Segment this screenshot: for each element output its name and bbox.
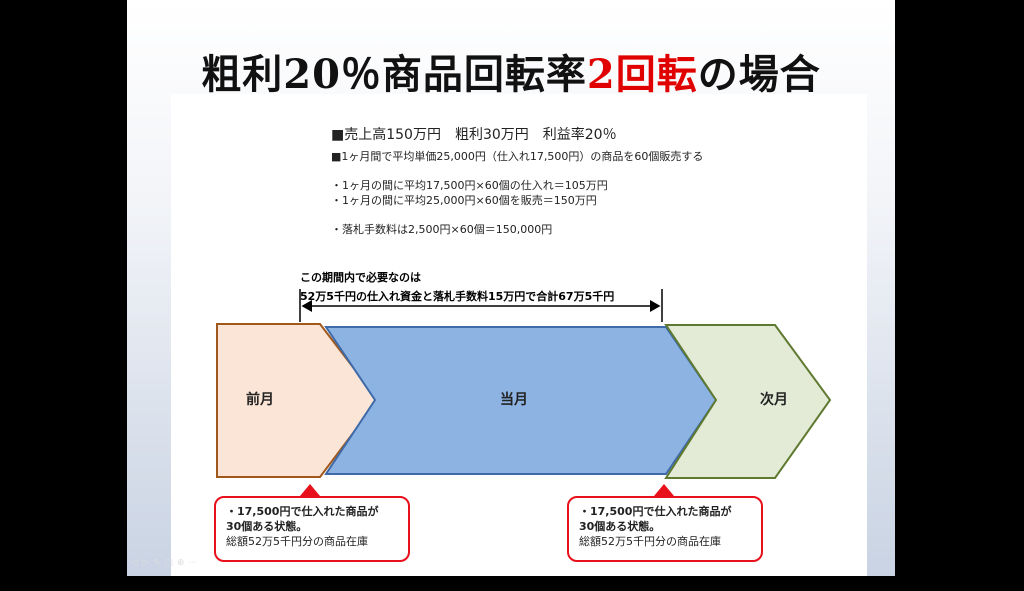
next-slide-icon[interactable]: ▷ — [141, 558, 153, 568]
callout-line-1: ・17,500円で仕入れた商品が — [226, 505, 379, 518]
more-icon[interactable]: ⋯ — [188, 558, 202, 568]
current-month-label: 当月 — [500, 392, 528, 408]
next-month-label: 次月 — [760, 392, 788, 408]
callout-line-3: 総額52万5千円分の商品在庫 — [579, 535, 721, 548]
info-line-3: ・1ヶ月の間に平均17,500円×60個の仕入れ＝105万円 — [331, 179, 608, 192]
slides-icon[interactable]: ▢ — [164, 558, 177, 568]
callout-line-1: ・17,500円で仕入れた商品が — [579, 505, 732, 518]
requirement-line-2: 52万5千円の仕入れ資金と落札手数料15万円で合計67万5千円 — [300, 290, 615, 303]
requirement-line-1: この期間内で必要なのは — [300, 271, 421, 284]
info-line-5: ・落札手数料は2,500円×60個＝150,000円 — [331, 223, 553, 236]
info-line-4: ・1ヶ月の間に平均25,000円×60個を販売＝150万円 — [331, 194, 597, 207]
info-line-1: ■売上高150万円 粗利30万円 利益率20％ — [331, 127, 617, 143]
callout-line-3: 総額52万5千円分の商品在庫 — [226, 535, 368, 548]
next-month-shape — [664, 324, 832, 479]
current-month-shape — [324, 326, 718, 475]
pen-icon[interactable]: ✎ — [152, 558, 165, 568]
prev-month-label: 前月 — [246, 392, 274, 408]
zoom-icon[interactable]: ⊕ — [176, 558, 189, 568]
prev-slide-icon[interactable]: ◁ — [131, 558, 142, 568]
callout-left-pointer — [300, 484, 320, 496]
title-suffix: の場合 — [697, 51, 821, 98]
callout-inventory-right: ・17,500円で仕入れた商品が 30個ある状態。 総額52万5千円分の商品在庫 — [567, 496, 763, 562]
callout-right-pointer — [654, 484, 674, 496]
title-highlight: 2回転 — [586, 51, 698, 98]
callout-line-2: 30個ある状態。 — [226, 520, 308, 533]
title-text: 粗利20％商品回転率 — [201, 51, 587, 98]
info-block: ■売上高150万円 粗利30万円 利益率20％ ■1ヶ月間で平均単価25,000… — [331, 124, 703, 237]
callout-inventory-left: ・17,500円で仕入れた商品が 30個ある状態。 総額52万5千円分の商品在庫 — [214, 496, 410, 562]
period-requirement: この期間内で必要なのは 52万5千円の仕入れ資金と落札手数料15万円で合計67万… — [300, 268, 614, 306]
slide-title: 粗利20％商品回転率2回転の場合 — [127, 42, 895, 100]
info-line-2: ■1ヶ月間で平均単価25,000円（仕入れ17,500円）の商品を60個販売する — [331, 150, 704, 163]
slideshow-controls[interactable]: ◁▷✎▢⊕⋯ — [131, 558, 201, 568]
callout-line-2: 30個ある状態。 — [579, 520, 661, 533]
